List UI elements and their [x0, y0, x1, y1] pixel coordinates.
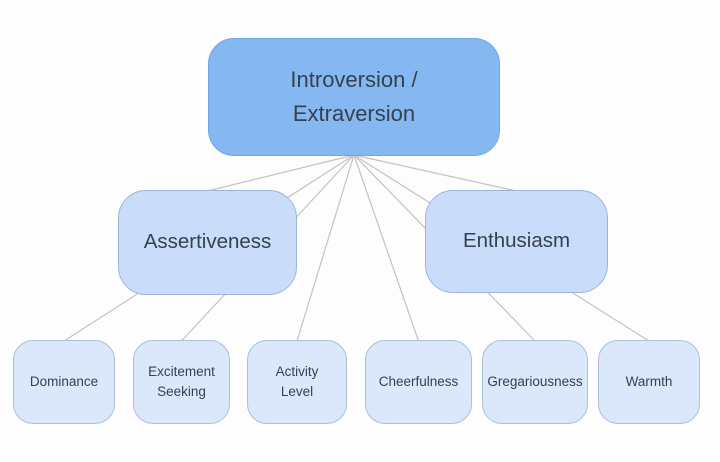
node-cheerfulness[interactable]: Cheerfulness [365, 340, 472, 424]
edge-line [353, 154, 420, 342]
node-introversion-extraversion[interactable]: Introversion / Extraversion [208, 38, 500, 156]
node-label: Dominance [29, 373, 99, 389]
node-label: Warmth [625, 373, 673, 389]
node-label: Cheerfulness [378, 373, 459, 389]
node-warmth[interactable]: Warmth [598, 340, 700, 424]
node-activity-level[interactable]: Activity Level [247, 340, 347, 424]
node-dominance[interactable]: Dominance [13, 340, 115, 424]
edge-line [353, 154, 517, 192]
node-gregariousness[interactable]: Gregariousness [482, 340, 588, 424]
node-label: Excitement Seeking [148, 363, 215, 399]
node-label: Gregariousness [487, 373, 583, 389]
node-label: Enthusiasm [462, 229, 571, 253]
node-assertiveness[interactable]: Assertiveness [118, 190, 297, 295]
node-label: Assertiveness [143, 230, 272, 254]
node-excitement-seeking[interactable]: Excitement Seeking [133, 340, 230, 424]
node-enthusiasm[interactable]: Enthusiasm [425, 190, 608, 293]
node-label: Activity Level [275, 363, 319, 399]
edge-line [207, 154, 355, 192]
edge-line [296, 154, 355, 342]
node-label: Introversion / Extraversion [290, 66, 418, 126]
